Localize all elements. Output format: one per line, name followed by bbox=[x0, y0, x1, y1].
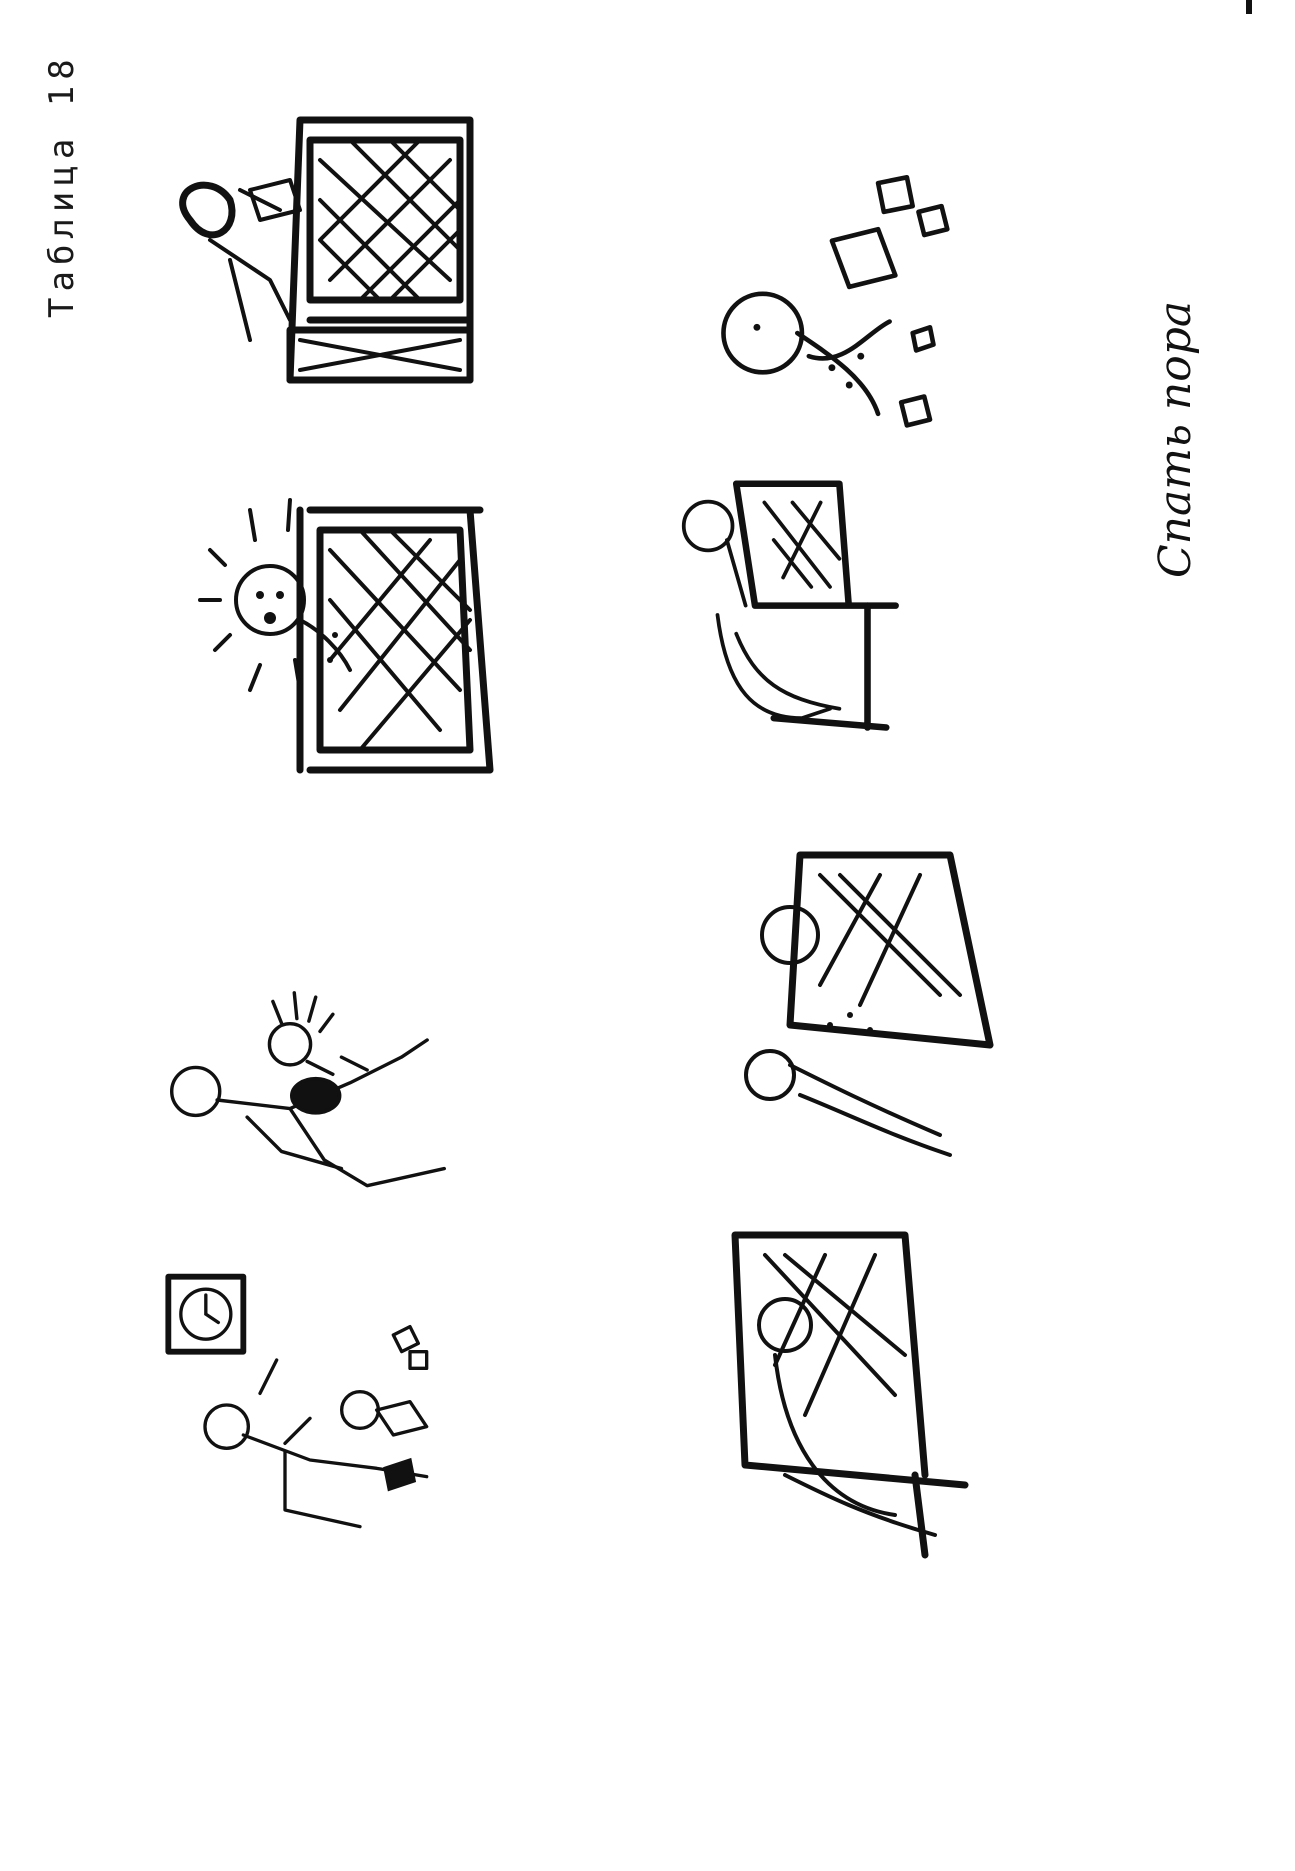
panel-crib-child-crying bbox=[190, 470, 494, 910]
panel-woman-leaning-over-crib bbox=[680, 395, 980, 835]
table-number-label: Таблица 18 bbox=[42, 53, 82, 318]
crib-with-crying-child-icon bbox=[198, 498, 494, 774]
mother-with-crying-child-icon bbox=[170, 991, 446, 1188]
panel-mother-with-crying-child bbox=[170, 880, 470, 1320]
mother-child-and-clock-icon bbox=[165, 1273, 429, 1529]
woman-sitting-by-crib-icon bbox=[731, 1231, 969, 1559]
caption-label: Спать пора bbox=[1150, 300, 1201, 578]
crib-with-mother-reading-icon bbox=[179, 116, 474, 384]
children-at-crib-icon bbox=[744, 851, 994, 1157]
panel-crib-mother-reading bbox=[170, 80, 474, 520]
child-playing-blocks-icon bbox=[721, 175, 950, 428]
panel-woman-sitting-by-crib bbox=[725, 1175, 1025, 1615]
woman-leaning-over-crib-icon bbox=[681, 480, 899, 731]
panel-child-with-blocks bbox=[705, 90, 1005, 530]
panel-mother-child-clock bbox=[160, 1190, 460, 1630]
panel-children-at-crib bbox=[710, 790, 1010, 1230]
corner-mark bbox=[1246, 0, 1252, 14]
